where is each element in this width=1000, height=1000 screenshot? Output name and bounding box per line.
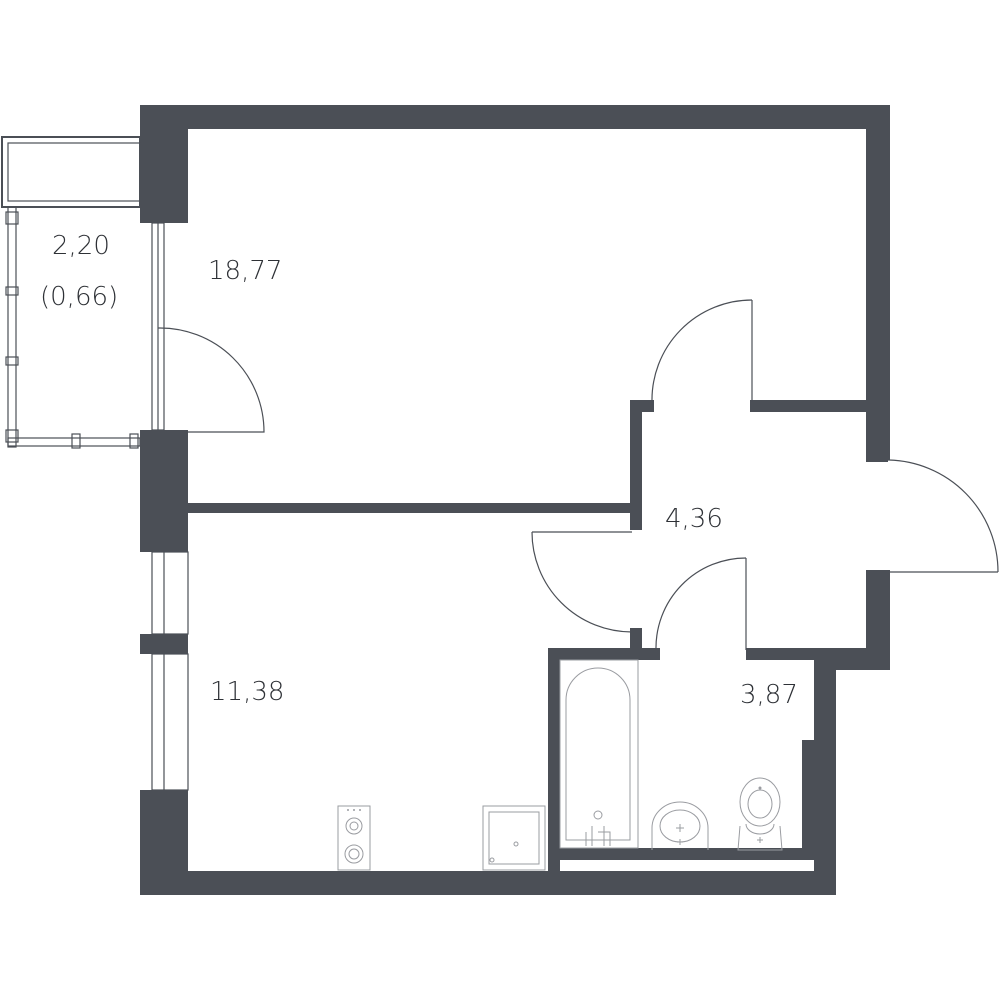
washbasin-icon <box>651 801 709 850</box>
wall-bath-right <box>814 648 836 895</box>
entrance-jamb-bottom <box>866 570 888 582</box>
wall-living-kitchen <box>188 503 632 513</box>
entrance-jamb-top <box>866 440 888 462</box>
living-door-arc <box>651 299 753 403</box>
left-windows <box>151 222 265 791</box>
wall-left-bottom <box>140 790 188 895</box>
entrance-door-arc <box>887 459 999 573</box>
balcony <box>1 136 141 449</box>
outer-walls <box>140 105 890 895</box>
doors <box>531 299 999 651</box>
kitchen-door-arc <box>531 531 633 633</box>
sink-icon <box>482 805 546 871</box>
balcony-reduced-area: (0,66) <box>40 282 118 312</box>
toilet-icon <box>737 777 783 851</box>
wall-left-pier <box>140 634 188 654</box>
stove-icon <box>337 805 371 871</box>
kitchen-window-lower <box>151 653 189 791</box>
wall-hall-left-stub <box>630 400 654 412</box>
wall-left-top <box>140 105 188 223</box>
living-room-area: 18,77 <box>208 256 282 286</box>
wall-hall-top <box>750 400 866 412</box>
wall-right-upper <box>866 105 890 460</box>
balcony-door-arc <box>157 327 265 433</box>
balcony-rail-left <box>7 206 17 448</box>
bathroom-area: 3,87 <box>740 680 798 710</box>
bathroom-fixtures <box>559 659 783 851</box>
interior-walls <box>188 400 888 871</box>
wall-hall-left-lower <box>630 628 642 650</box>
balcony-area: 2,20 <box>52 231 110 261</box>
wall-bath-top-left <box>548 648 660 660</box>
wall-hall-left-upper <box>630 400 642 530</box>
kitchen-window-upper <box>151 551 189 635</box>
balcony-top-slab <box>1 136 141 208</box>
bath-floor-step <box>556 848 814 860</box>
wall-top <box>140 105 890 129</box>
kitchen-fixtures <box>337 805 546 871</box>
balcony-rail-bottom <box>7 437 141 447</box>
room-labels: 18,77 11,38 4,36 3,87 2,20 (0,66) <box>40 231 798 710</box>
wall-bath-top-mid <box>746 648 816 660</box>
wall-bottom <box>140 871 836 895</box>
wall-bath-inner <box>802 740 816 850</box>
hall-area: 4,36 <box>665 504 723 534</box>
wall-left-mid <box>140 430 188 552</box>
kitchen-area: 11,38 <box>210 677 284 707</box>
bathroom-door-arc <box>655 557 747 651</box>
wall-bath-left <box>548 648 560 871</box>
bathtub-icon <box>559 659 639 849</box>
